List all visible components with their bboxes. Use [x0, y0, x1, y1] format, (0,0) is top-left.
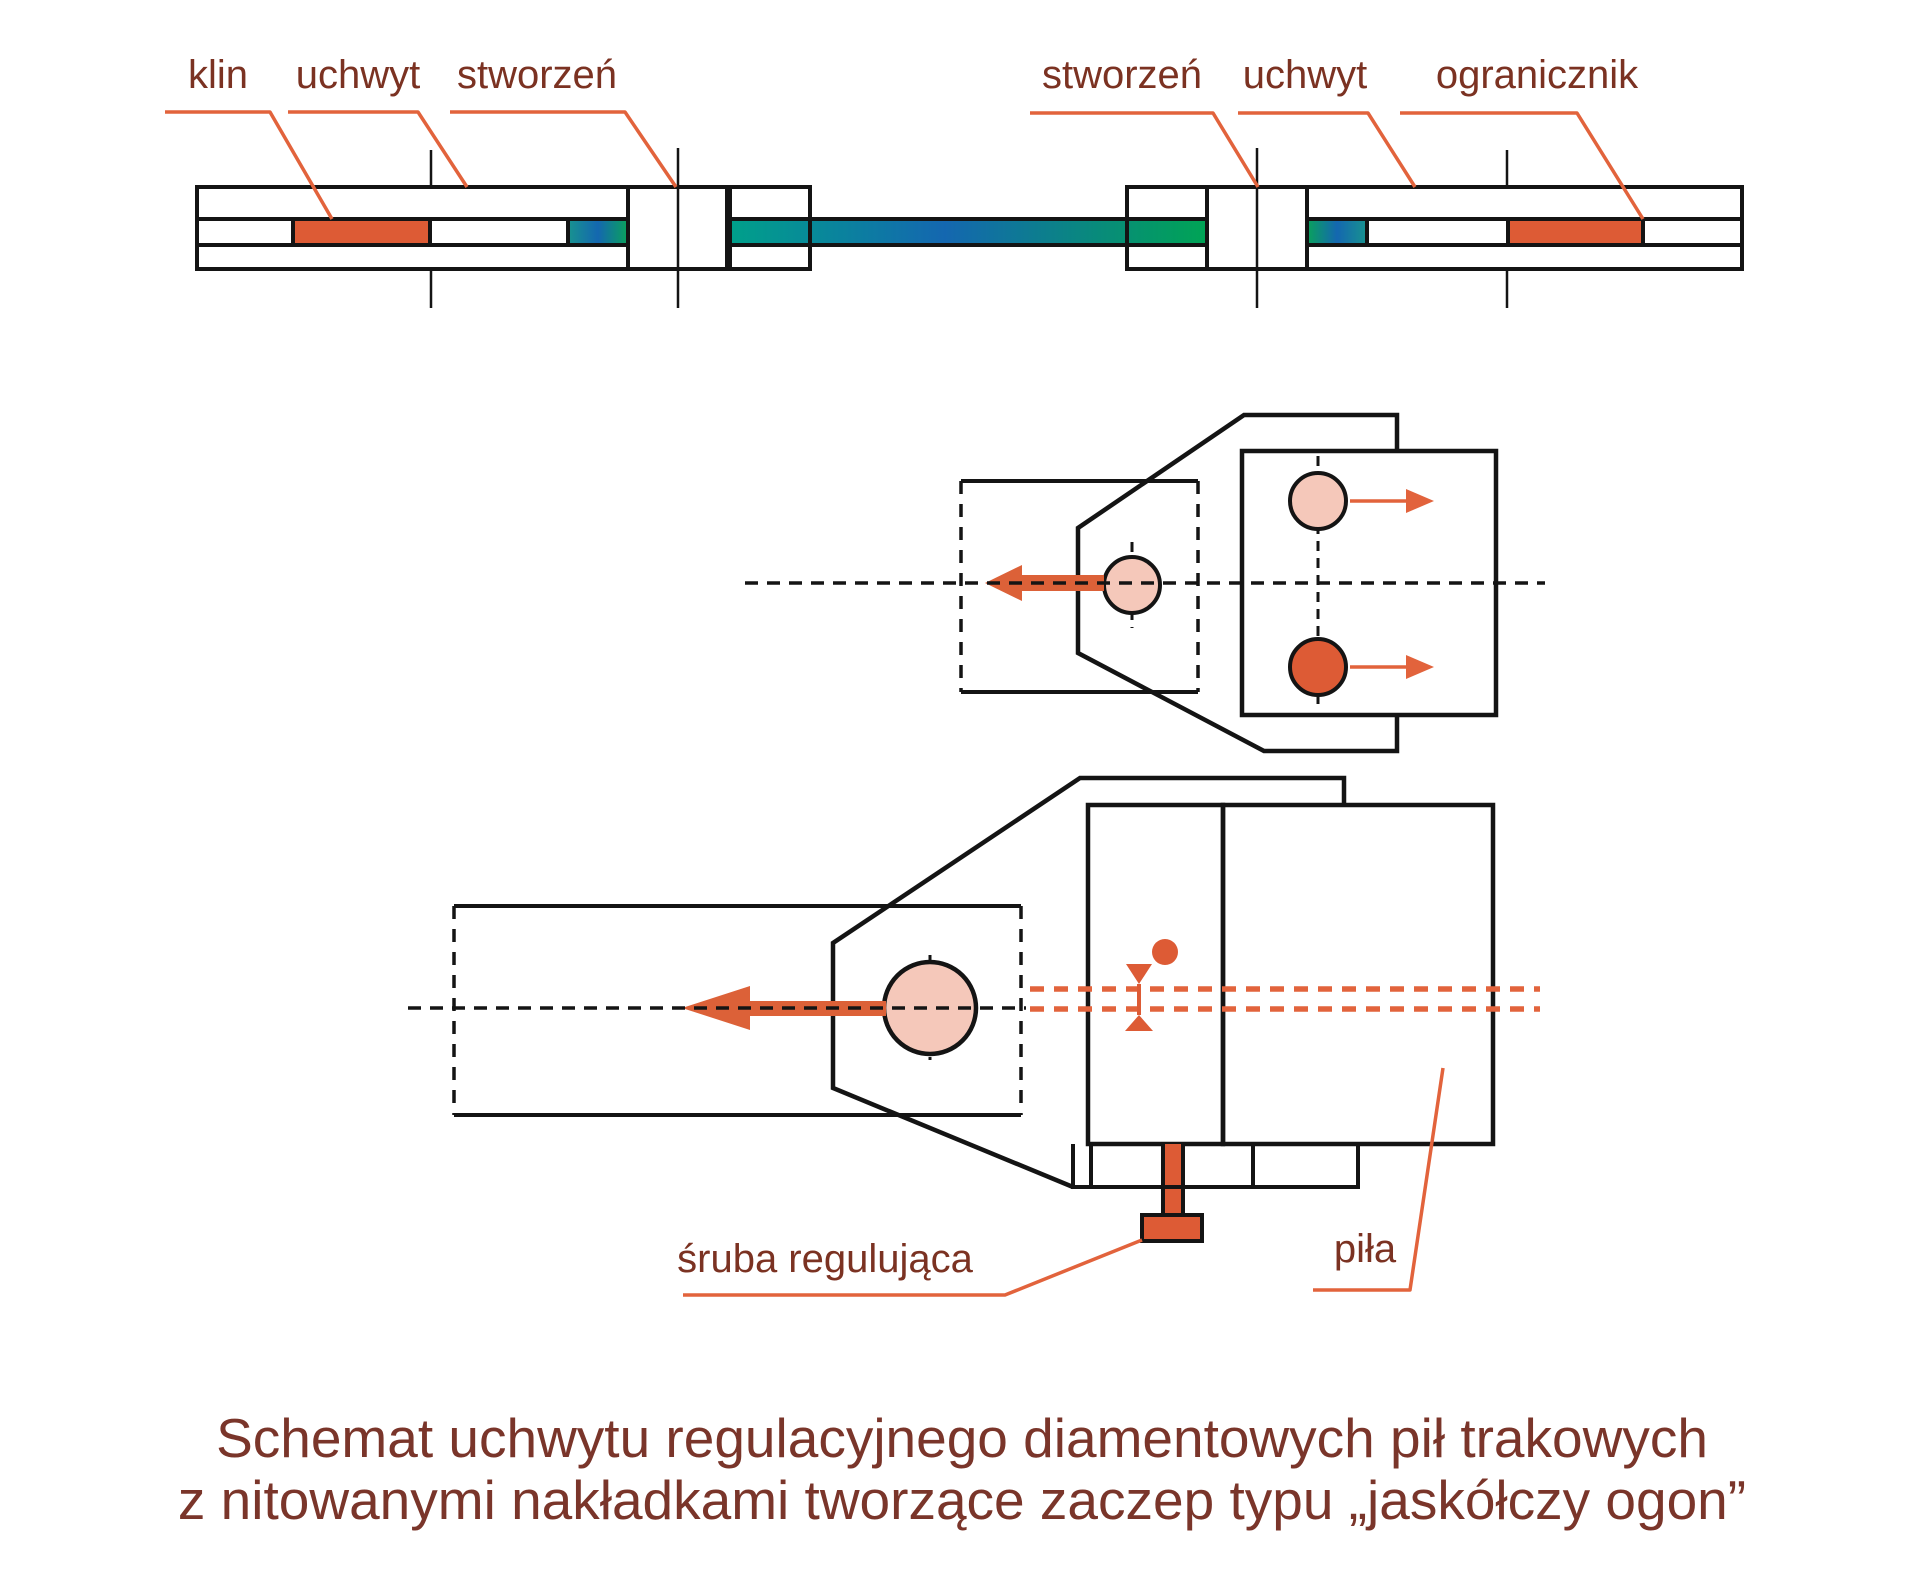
- blade-slot-lines: [197, 217, 1742, 247]
- leader-klin: [165, 110, 334, 220]
- caption-line-1: Schemat uchwytu regulacyjnego diamentowy…: [216, 1407, 1708, 1469]
- label-uchwyt-left: uchwyt: [296, 53, 421, 97]
- bottom-flange-band: [1071, 1144, 1360, 1189]
- pivot-rivet-circle: [1102, 555, 1162, 615]
- hidden-blade-top-bottom-lower: [454, 904, 1021, 1117]
- leader-stworzen-right: [1030, 111, 1260, 188]
- hidden-blade-top-bottom: [961, 479, 1198, 694]
- leader-pila: [1313, 1067, 1445, 1292]
- adjustment-bowtie-marker: [1125, 964, 1153, 1031]
- middle-plan-diagram: [745, 412, 1545, 754]
- label-stworzen-left: stworzeń: [457, 53, 617, 97]
- leader-ogranicznik: [1400, 111, 1645, 220]
- adjustment-dot: [1152, 939, 1178, 965]
- saw-plate-lower: [1223, 805, 1493, 1144]
- left-blade-end-piece: [568, 219, 628, 245]
- lower-plan-diagram: śruba regulująca piła: [408, 775, 1540, 1297]
- label-stworzen-right: stworzeń: [1042, 53, 1202, 97]
- screw-shaft-in-band: [1163, 1144, 1183, 1187]
- upper-rivet-arrow: [1350, 489, 1434, 513]
- caption-line-2: z nitowanymi nakładkami tworzące zaczep …: [178, 1469, 1746, 1531]
- label-klin: klin: [188, 53, 248, 97]
- label-pila: piła: [1334, 1227, 1397, 1271]
- upper-rivet-circle: [1288, 471, 1348, 531]
- leader-uchwyt-left: [288, 110, 469, 188]
- top-cross-section-diagram: klin uchwyt stworzeń stworzeń uchwyt ogr…: [165, 53, 1744, 308]
- label-ogranicznik: ogranicznik: [1436, 53, 1639, 97]
- screw-shaft-below-band: [1161, 1185, 1185, 1217]
- hidden-blade-dashed-sides-lower: [452, 906, 1023, 1115]
- screw-head: [1140, 1213, 1204, 1243]
- saw-blade-bar: [730, 219, 1207, 245]
- leader-sruba: [683, 1238, 1143, 1297]
- right-blade-end-piece: [1307, 219, 1367, 245]
- klin-wedge-block: [293, 219, 430, 245]
- right-housing-outline: [1305, 185, 1744, 271]
- hidden-blade-dashed-sides: [959, 481, 1200, 692]
- lower-rivet-circle: [1288, 637, 1348, 697]
- leader-uchwyt-right: [1238, 111, 1417, 188]
- ogranicznik-stop-block: [1508, 219, 1643, 245]
- label-uchwyt-right: uchwyt: [1243, 53, 1368, 97]
- caption: Schemat uchwytu regulacyjnego diamentowy…: [178, 1407, 1746, 1531]
- label-sruba-regulujaca: śruba regulująca: [677, 1237, 973, 1281]
- dovetail-holder-outline-lower: [830, 775, 1347, 1190]
- lower-rivet-arrow: [1350, 655, 1434, 679]
- clamp-plate-left: [1088, 805, 1223, 1144]
- leader-stworzen-left: [450, 110, 678, 188]
- left-small-block-outline: [728, 185, 812, 271]
